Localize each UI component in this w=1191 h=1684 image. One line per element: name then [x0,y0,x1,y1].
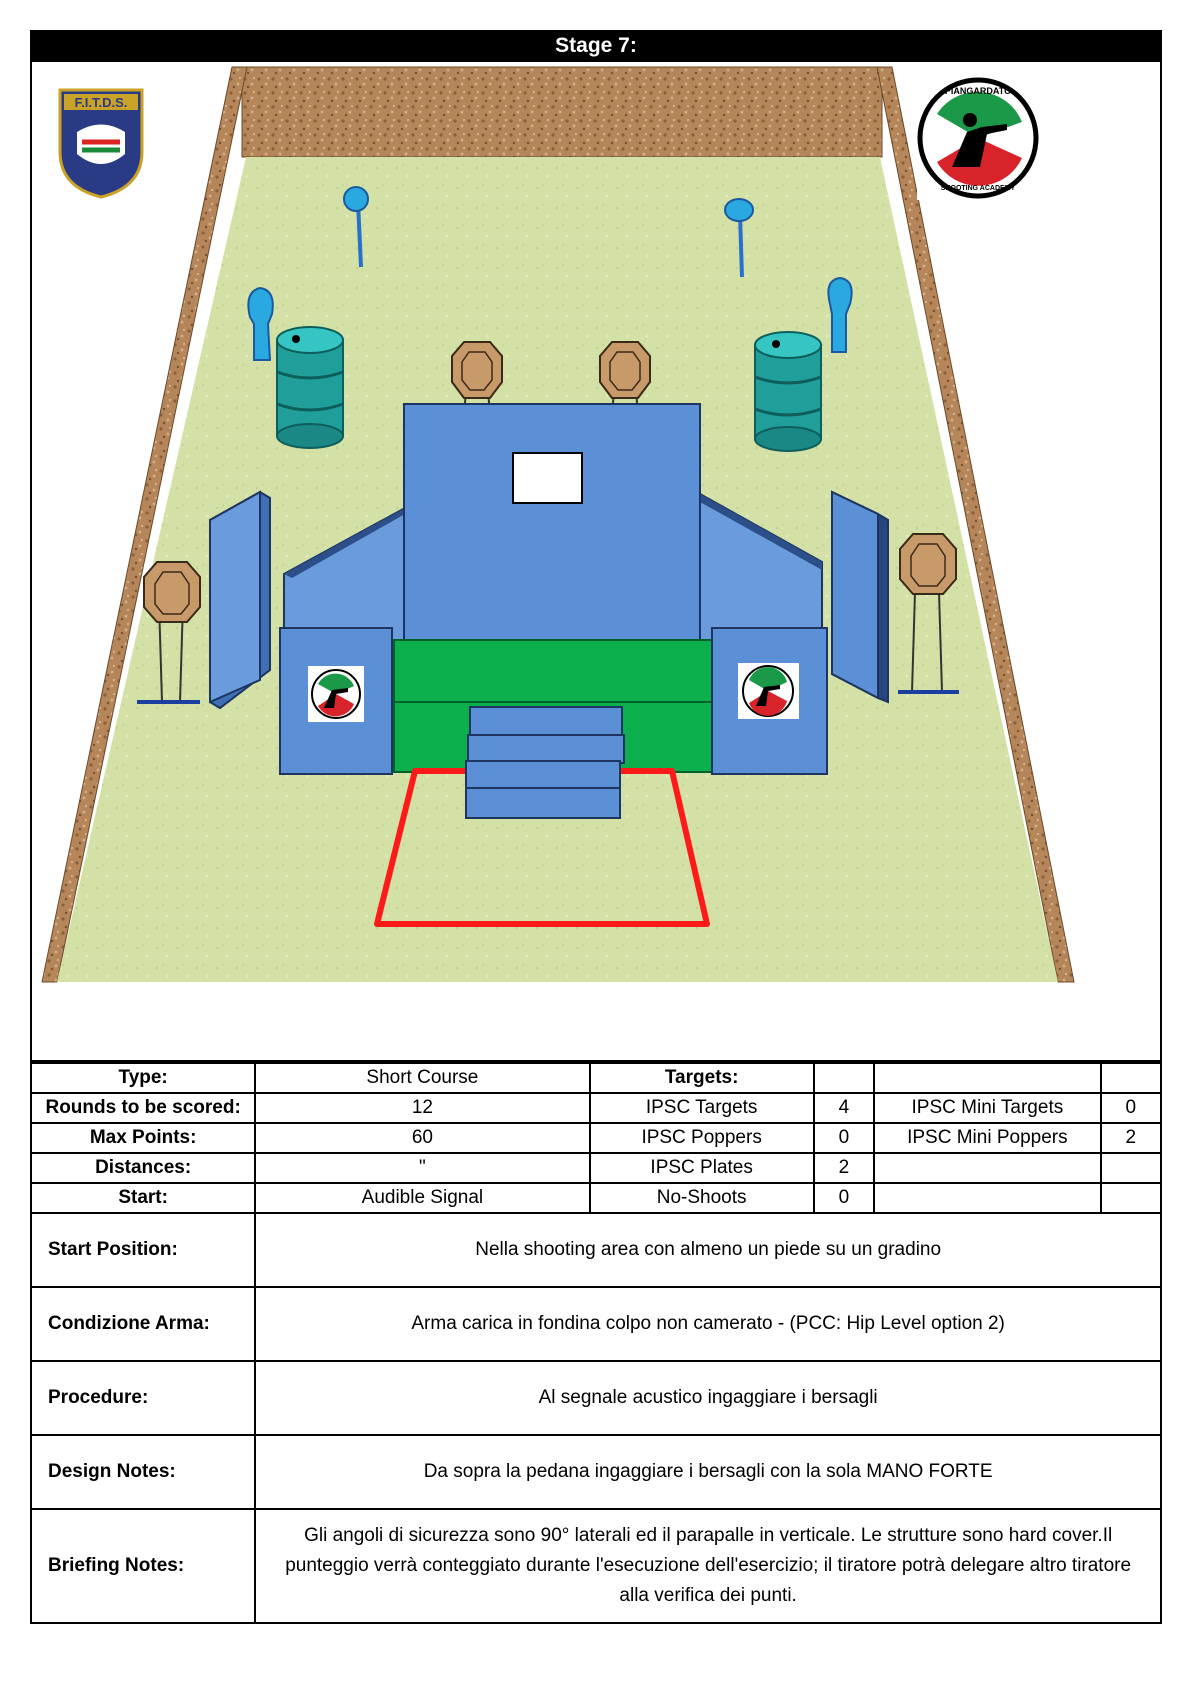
distances-label: Distances: [29,1152,257,1184]
type-label: Type: [29,1062,257,1094]
empty-cell [1099,1062,1163,1094]
section-text: Da sopra la pedana ingaggiare i bersagli… [254,1434,1162,1510]
targets-label: Targets: [588,1062,815,1094]
steps [465,706,625,819]
fitds-logo-text: F.I.T.D.S. [75,95,128,110]
barrel-left [276,326,344,449]
section-label: Briefing Notes: [29,1508,257,1624]
stage-sheet: Stage 7: [29,30,1163,1624]
mini-popper-right [827,276,853,353]
info-row-maxpoints: Max Points: 60 IPSC Poppers 0 IPSC Mini … [29,1122,1163,1154]
info-row-start: Start: Audible Signal No-Shoots 0 [29,1182,1163,1214]
empty-cell [873,1152,1102,1184]
target-type-name: IPSC Targets [588,1092,815,1124]
side-wall-left [209,490,271,710]
target-type-name: IPSC Poppers [588,1122,815,1154]
piangardato-logo-top: PIANGARDATO [945,86,1011,96]
section-text: Arma carica in fondina colpo non camerat… [254,1286,1162,1362]
section-text: Nella shooting area con almeno un piede … [254,1212,1162,1288]
empty-cell [873,1182,1102,1214]
stage-diagram: F.I.T.D.S. PIANGARDATO SHOOTING ACADEMY [30,62,1162,1062]
empty-cell [1099,1182,1163,1214]
section-text: Al segnale acustico ingaggiare i bersagl… [254,1360,1162,1436]
mini-popper-left [247,286,274,361]
section-text: Gli angoli di sicurezza sono 90° lateral… [254,1508,1162,1624]
barrel-right [754,331,822,452]
mini-target-count: 2 [1099,1122,1163,1154]
steel-plate-left [343,186,369,268]
section-briefing-notes: Briefing Notes: Gli angoli di sicurezza … [29,1508,1162,1624]
ipsc-target-top-right [599,341,651,435]
target-type-count: 2 [812,1152,876,1184]
info-row-type: Type: Short Course Targets: [29,1062,1163,1094]
section-label: Design Notes: [29,1434,257,1510]
piangardato-logo-bottom: SHOOTING ACADEMY [941,185,1016,192]
section-start-position: Start Position: Nella shooting area con … [29,1212,1162,1288]
steel-plate-right [724,198,754,278]
empty-cell [873,1062,1102,1094]
target-type-count: 4 [812,1092,876,1124]
front-wall [403,403,701,641]
ipsc-target-top-left [451,341,503,435]
target-type-count: 0 [812,1182,876,1214]
mini-target-name: IPSC Mini Targets [873,1092,1102,1124]
stage-info-table: Type: Short Course Targets: Rounds to be… [29,1062,1163,1624]
empty-cell [812,1062,876,1094]
front-box-left [279,627,393,775]
section-design-notes: Design Notes: Da sopra la pedana ingaggi… [29,1434,1162,1510]
info-row-distances: Distances: " IPSC Plates 2 [29,1152,1163,1184]
back-berm [241,66,883,158]
ipsc-target-right-stand [898,533,959,694]
mini-target-name: IPSC Mini Poppers [873,1122,1102,1154]
section-label: Start Position: [29,1212,257,1288]
front-box-right [711,627,828,775]
start-label: Start: [29,1182,257,1214]
mini-target-count: 0 [1099,1092,1163,1124]
empty-cell [1099,1152,1163,1184]
stage-diagram-svg: F.I.T.D.S. PIANGARDATO SHOOTING ACADEMY [41,66,1075,983]
ipsc-target-left-stand [137,561,201,704]
right-berm [876,66,1075,983]
stage-title: Stage 7: [30,30,1162,62]
start-value: Audible Signal [254,1182,591,1214]
section-condizione-arma: Condizione Arma: Arma carica in fondina … [29,1286,1162,1362]
section-procedure: Procedure: Al segnale acustico ingaggiar… [29,1360,1162,1436]
section-label: Procedure: [29,1360,257,1436]
side-wall-right [831,490,889,704]
wall-port [512,452,583,504]
target-type-name: IPSC Plates [588,1152,815,1184]
target-type-count: 0 [812,1122,876,1154]
section-label: Condizione Arma: [29,1286,257,1362]
piangardato-logo: PIANGARDATO SHOOTING ACADEMY [917,77,1043,200]
type-value: Short Course [254,1062,591,1094]
maxpoints-label: Max Points: [29,1122,257,1154]
fitds-logo: F.I.T.D.S. [58,88,144,199]
angled-wall-left [283,506,406,643]
maxpoints-value: 60 [254,1122,591,1154]
distances-value: " [254,1152,591,1184]
rounds-value: 12 [254,1092,591,1124]
target-type-name: No-Shoots [588,1182,815,1214]
info-row-rounds: Rounds to be scored: 12 IPSC Targets 4 I… [29,1092,1163,1124]
rounds-label: Rounds to be scored: [29,1092,257,1124]
